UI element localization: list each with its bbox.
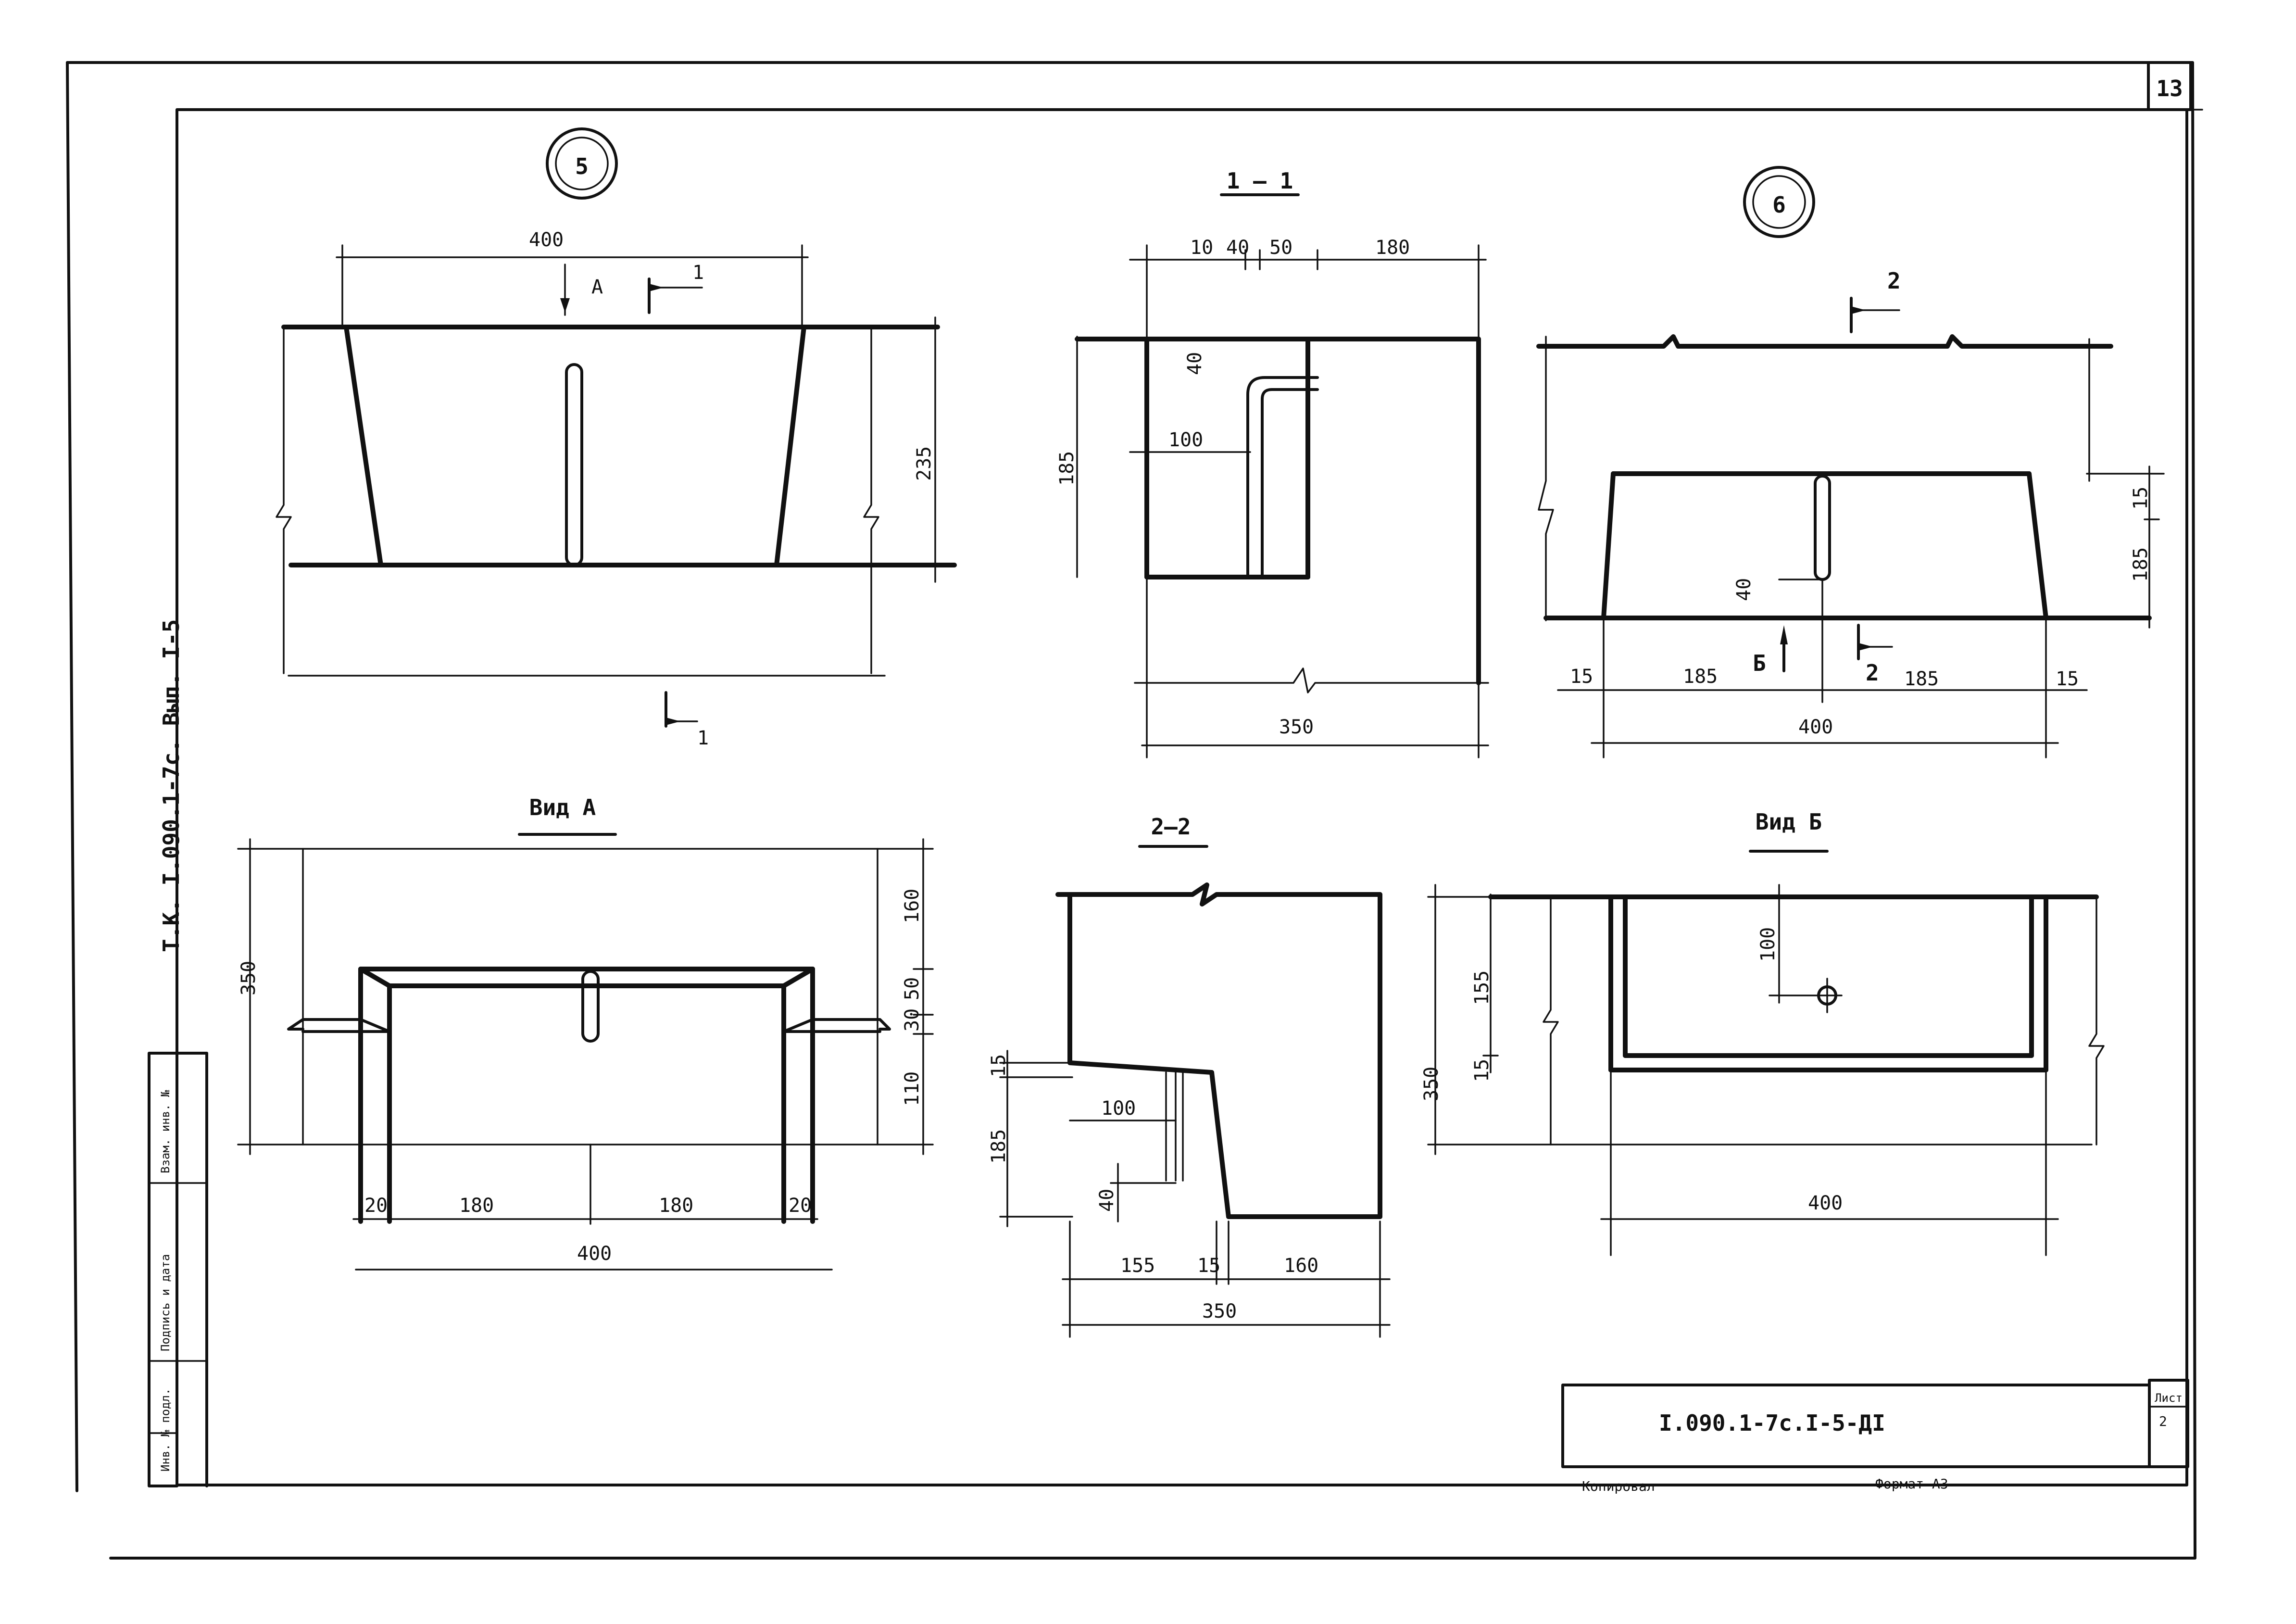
view-a-dim-r30: 30 (901, 1008, 923, 1032)
node-6-dim-bottom: 400 (1798, 716, 1833, 738)
section-1-1-dim-180: 180 (1375, 237, 1410, 259)
section-1-1-dim-bottom: 350 (1279, 716, 1314, 738)
side-stamp-table: Инв. № подл. Подпись и дата Взам. инв. № (148, 1052, 208, 1487)
side-stamp: Т.К. I.090.1-7с. Вып. I-5 (158, 619, 184, 952)
section-1-1-dim-h100: 100 (1168, 429, 1203, 451)
node-6-dim-b15a: 15 (1570, 666, 1593, 688)
view-a-dim-b180b: 180 (659, 1195, 693, 1217)
section-1-1-dim-50: 50 (1269, 237, 1292, 259)
view-a-dim-b20b: 20 (789, 1195, 812, 1217)
node-6-dim-b185b: 185 (1904, 668, 1939, 690)
cut-1-bottom-label: 1 (697, 727, 709, 749)
node-5-label: 5 (575, 153, 589, 179)
node-5-dim-top: 400 (529, 229, 564, 251)
node-6-label: 6 (1772, 192, 1786, 218)
section-1-1-view: 1 – 1 10 40 50 180 40 100 185 350 (1056, 168, 1489, 758)
section-1-1-dim-10: 10 (1190, 237, 1213, 259)
section-1-1-dim-h40: 40 (1184, 352, 1206, 375)
title-block: I.090.1-7с.I-5-ДI Лист 2 Копировал Форма… (1561, 1379, 2189, 1494)
section-2-2-dim-b160: 160 (1284, 1255, 1318, 1277)
section-1-1-dim-h185: 185 (1056, 451, 1078, 486)
list-number: 2 (2159, 1413, 2167, 1429)
view-a-dim-r110: 110 (901, 1071, 923, 1106)
format-label: Формат А3 (1875, 1476, 1948, 1492)
node-6-view: 6 2 40 15 185 Б 2 15 185 185 15 (1536, 166, 2165, 758)
view-a: Вид А 350 160 50 30 110 20 180 180 20 (237, 794, 934, 1271)
list-label: Лист (2155, 1391, 2183, 1405)
node-6-dim-r15: 15 (2130, 487, 2152, 510)
section-2-2-dim-l185: 185 (988, 1129, 1010, 1164)
arrow-a-label: А (591, 276, 603, 298)
view-b-dim-left: 350 (1420, 1067, 1443, 1101)
view-b-dim-l155: 155 (1471, 970, 1493, 1005)
copied-label: Копировал (1582, 1478, 1655, 1494)
section-2-2-dim-bottom: 350 (1202, 1300, 1237, 1322)
view-a-dim-r50: 50 (901, 977, 923, 1000)
side-table-cell-1: Инв. № подл. (159, 1388, 172, 1472)
node-6-dim-b15b: 15 (2056, 668, 2079, 690)
section-2-2-dim-b155: 155 (1120, 1255, 1155, 1277)
section-2-2-dim-l15: 15 (988, 1054, 1010, 1077)
node-6-dim-b185a: 185 (1683, 666, 1718, 688)
view-b: Вид Б 350 155 15 100 400 (1420, 809, 2105, 1256)
view-b-dim-l15: 15 (1471, 1059, 1493, 1082)
arrow-b-label: Б (1753, 650, 1766, 676)
section-2-2-dim-h40: 40 (1096, 1189, 1118, 1212)
sheet-frame: 13 (66, 61, 2203, 1560)
node-5-view: 5 400 А 1 235 1 (276, 127, 957, 749)
view-a-dim-r160: 160 (901, 889, 923, 923)
drawing-code: I.090.1-7с.I-5-ДI (1659, 1410, 1885, 1436)
section-1-1-dim-40: 40 (1226, 237, 1249, 259)
cut-2-bottom-label: 2 (1866, 660, 1879, 686)
view-a-title: Вид А (529, 794, 596, 820)
section-2-2-dim-b15: 15 (1197, 1255, 1220, 1277)
view-b-title: Вид Б (1756, 809, 1822, 835)
side-table-cell-2: Подпись и дата (159, 1254, 172, 1351)
node-6-dim-r185: 185 (2130, 547, 2152, 582)
view-a-dim-b180a: 180 (459, 1195, 494, 1217)
node-6-dim-v40: 40 (1733, 578, 1755, 601)
section-2-2-title: 2–2 (1151, 814, 1191, 840)
side-table-cell-3: Взам. инв. № (159, 1090, 172, 1173)
view-b-dim-v100: 100 (1757, 927, 1779, 962)
section-2-2-dim-w100: 100 (1101, 1097, 1136, 1120)
section-2-2-view: 2–2 15 185 100 40 155 15 160 350 (988, 814, 1391, 1338)
view-a-dim-left: 350 (238, 961, 260, 995)
view-a-dim-b20a: 20 (364, 1195, 388, 1217)
view-a-dim-bottom: 400 (577, 1243, 612, 1265)
node-5-dim-right: 235 (913, 446, 935, 481)
section-1-1-title: 1 – 1 (1227, 168, 1293, 194)
sheet-number: 13 (2156, 76, 2183, 101)
cut-1-top-label: 1 (692, 262, 704, 284)
cut-2-top-label: 2 (1887, 268, 1901, 294)
view-b-dim-bottom: 400 (1808, 1192, 1843, 1214)
